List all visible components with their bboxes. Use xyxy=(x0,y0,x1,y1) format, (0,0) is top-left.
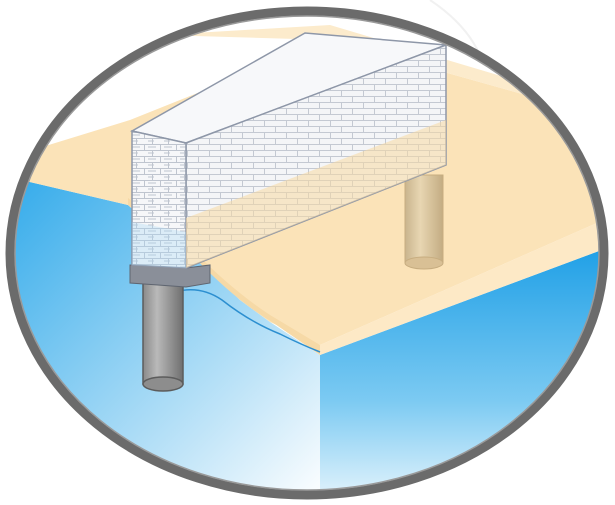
front-pile xyxy=(143,282,183,391)
back-pile xyxy=(405,175,443,269)
beam-base-plate xyxy=(130,265,210,287)
